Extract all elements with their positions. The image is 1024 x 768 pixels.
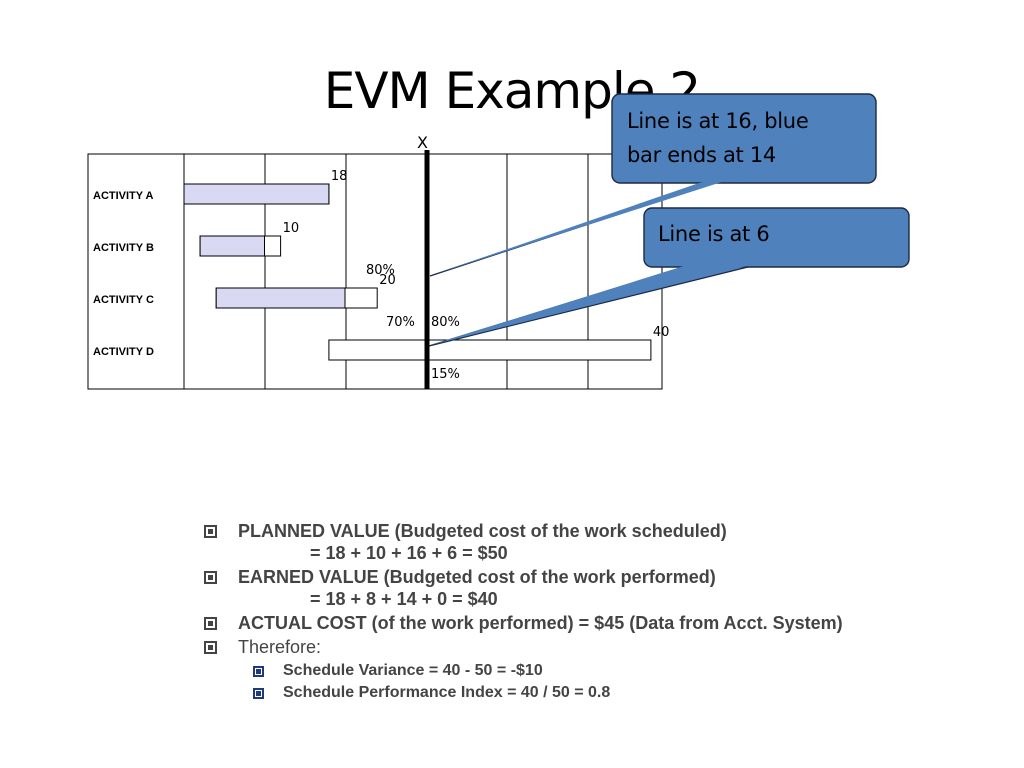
square-bullet-icon xyxy=(204,571,217,584)
bullet-schedule-variance: Schedule Variance = 40 - 50 = -$10 xyxy=(244,660,1000,682)
bullet-text: ACTUAL COST (of the work performed) = $4… xyxy=(238,613,843,633)
activity-label: ACTIVITY B xyxy=(93,242,154,254)
planned-value-label: 18 xyxy=(331,169,348,184)
callout-1-line-2: bar ends at 14 xyxy=(627,143,776,167)
callout-2-text: Line is at 6 xyxy=(658,217,770,251)
square-bullet-icon xyxy=(204,525,217,538)
activity-label: ACTIVITY A xyxy=(93,190,154,202)
bullet-text: EARNED VALUE (Budgeted cost of the work … xyxy=(238,567,716,587)
progress-bar xyxy=(183,183,330,205)
activity-label: ACTIVITY D xyxy=(93,346,154,358)
progress-bar xyxy=(199,235,266,257)
progress-bar xyxy=(215,287,346,309)
bullet-subtext: = 18 + 10 + 16 + 6 = $50 xyxy=(310,543,508,563)
square-bullet-icon xyxy=(204,641,217,654)
percent-complete-label: 70% xyxy=(386,315,415,330)
bullet-text: Schedule Performance Index = 40 / 50 = 0… xyxy=(283,684,611,701)
percent-complete-label: 15% xyxy=(431,367,460,382)
bullet-actual-cost: ACTUAL COST (of the work performed) = $4… xyxy=(200,612,1000,634)
bullet-therefore: Therefore: xyxy=(200,636,1000,658)
bullet-list: PLANNED VALUE (Budgeted cost of the work… xyxy=(200,520,1000,704)
bullet-text: PLANNED VALUE (Budgeted cost of the work… xyxy=(238,521,727,541)
bullet-text: Schedule Variance = 40 - 50 = -$10 xyxy=(283,662,543,679)
planned-bar xyxy=(328,339,652,361)
square-bullet-icon xyxy=(253,666,264,677)
square-bullet-icon xyxy=(204,617,217,630)
percent-complete-label: 80% xyxy=(431,315,460,330)
activity-label: ACTIVITY C xyxy=(93,294,154,306)
callout-2 xyxy=(428,207,910,347)
percent-complete-label: 80% xyxy=(366,263,395,278)
callout-1-text: Line is at 16, blue bar ends at 14 xyxy=(627,104,809,172)
bullet-planned-value: PLANNED VALUE (Budgeted cost of the work… xyxy=(200,520,1000,564)
callout-2-line-1: Line is at 6 xyxy=(658,222,770,246)
planned-value-label: 20 xyxy=(379,273,396,288)
square-bullet-icon xyxy=(253,688,264,699)
callout-1 xyxy=(429,93,877,277)
status-line-label: X xyxy=(417,133,428,152)
bullet-text: Therefore: xyxy=(238,637,322,657)
bullet-earned-value: EARNED VALUE (Budgeted cost of the work … xyxy=(200,566,1000,610)
planned-value-label: 10 xyxy=(283,221,300,236)
bullet-subtext: = 18 + 8 + 14 + 0 = $40 xyxy=(310,589,498,609)
planned-value-label: 40 xyxy=(653,325,670,340)
bullet-spi: Schedule Performance Index = 40 / 50 = 0… xyxy=(244,682,1000,704)
callout-1-line-1: Line is at 16, blue xyxy=(627,109,809,133)
